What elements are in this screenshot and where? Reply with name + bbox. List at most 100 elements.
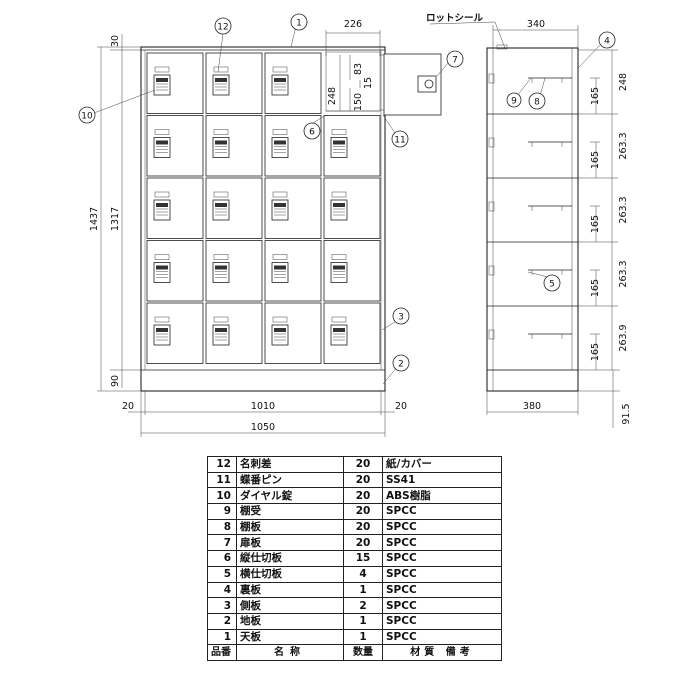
cell-no: 1: [207, 628, 237, 646]
cell-material: ABS樹脂: [382, 487, 502, 505]
locker-door: [205, 302, 263, 364]
name-card-slot: [272, 254, 288, 260]
lock-offset-a-label: 83: [353, 63, 364, 75]
cell-name: 横仕切板: [236, 565, 344, 583]
callout-12: 12: [217, 23, 228, 33]
locker-door: [146, 52, 204, 114]
cell-qty: 20: [343, 471, 383, 489]
cell-name: ダイヤル錠: [236, 487, 344, 505]
cell-material: SPCC: [382, 565, 502, 583]
cell-material: SPCC: [382, 503, 502, 520]
side-margin-left-label: 20: [122, 401, 134, 412]
callout-10: 10: [81, 112, 93, 122]
callout-11: 11: [394, 136, 405, 146]
cell-no: 12: [207, 456, 237, 473]
callout-5: 5: [549, 280, 555, 290]
locker-door: [146, 115, 204, 177]
cell-material: SPCC: [382, 550, 502, 567]
front-view: 226 248 150 83 15 1437 1317 30 90: [89, 19, 442, 437]
dial-lock: [330, 199, 348, 221]
side-shelf-height: 165: [590, 215, 601, 233]
hinge-icon: [488, 201, 495, 212]
side-depth-top-label: 340: [527, 19, 545, 30]
locker-door: [205, 52, 263, 114]
dial-lock: [153, 74, 171, 96]
dial-lock: [212, 324, 230, 346]
hinge-icon: [488, 73, 495, 84]
dim-door-inner: 248 150 83 15: [327, 55, 374, 111]
lock-size-label: 15: [363, 77, 374, 89]
cell-no: 8: [207, 518, 237, 536]
side-compartment-height: 263.3: [618, 260, 629, 287]
cell-name: 棚受: [236, 503, 344, 520]
side-shelves: [487, 73, 578, 371]
side-shelf-height: 165: [590, 87, 601, 105]
locker-door: [205, 115, 263, 177]
name-card-slot: [154, 66, 170, 73]
lock-offset-b-label: 150: [353, 93, 364, 111]
rot-seal-label: ロットシール: [426, 13, 484, 24]
dial-lock: [330, 262, 348, 283]
name-card-slot: [154, 129, 170, 135]
locker-door: [264, 115, 322, 177]
dial-lock: [271, 137, 289, 158]
callout-1: 1: [296, 19, 302, 29]
name-card-slot: [272, 66, 288, 73]
cell-qty: 20: [343, 518, 383, 536]
cell-material: SPCC: [382, 581, 502, 599]
cell-name: 扉板: [236, 534, 344, 552]
side-view: ロットシール 340 380 91.5 248165263.3165263.31…: [426, 13, 632, 428]
cell-name: 側板: [236, 597, 344, 614]
dial-lock: [212, 199, 230, 221]
locker-door: [146, 302, 204, 364]
locker-door: [323, 240, 381, 302]
name-card-slot: [331, 254, 347, 260]
cell-name: 裏板: [236, 581, 344, 599]
overall-width-label: 1050: [251, 422, 275, 433]
locker-door: [146, 177, 204, 239]
cell-qty: 1: [343, 581, 383, 599]
locker-door: [264, 52, 322, 114]
callout-2: 2: [398, 360, 404, 370]
dial-lock: [212, 74, 230, 96]
hinge-icon: [488, 329, 495, 340]
cell-qty: 数量: [343, 644, 383, 661]
callout-3: 3: [398, 313, 404, 323]
callout-7: 7: [452, 56, 458, 66]
cell-name: 棚板: [236, 518, 344, 536]
name-card-slot: [213, 66, 229, 73]
cell-material: 材質 備考: [382, 644, 502, 661]
cell-material: SS41: [382, 471, 502, 489]
side-depth-bottom-label: 380: [523, 401, 541, 412]
side-shelf-height: 165: [590, 151, 601, 169]
cell-material: SPCC: [382, 518, 502, 536]
callouts: 1 2 3 4 5 6 7 8 9 10 11 12: [78, 13, 616, 385]
callout-8: 8: [534, 98, 540, 108]
name-card-slot: [213, 254, 229, 260]
locker-door: [205, 177, 263, 239]
body-height-label: 1317: [110, 207, 121, 231]
hinge-icon: [488, 137, 495, 148]
cell-no: 7: [207, 534, 237, 552]
name-card-slot: [213, 129, 229, 135]
side-compartment-height: 263.3: [618, 132, 629, 159]
inner-width-label: 1010: [251, 401, 275, 412]
cell-no: 2: [207, 612, 237, 630]
door-width-label: 226: [344, 19, 362, 30]
cell-name: 名刺差: [236, 456, 344, 473]
cell-name: 縦仕切板: [236, 550, 344, 567]
cell-qty: 1: [343, 612, 383, 630]
hinge-icon: [488, 265, 495, 276]
locker-door: [264, 302, 322, 364]
cell-qty: 20: [343, 456, 383, 473]
